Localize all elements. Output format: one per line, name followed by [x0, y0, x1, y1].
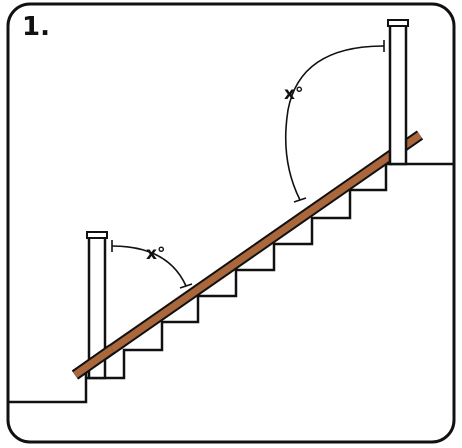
- handrail: [73, 132, 422, 378]
- angle-label-lower: x°: [146, 244, 166, 264]
- angle-arc-upper: [284, 45, 385, 201]
- stair-steps: [86, 162, 392, 380]
- angle-arc-lower: [111, 245, 187, 287]
- frame-border: [6, 2, 456, 444]
- handrail-front: [72, 346, 115, 378]
- step-number: 1.: [22, 12, 50, 42]
- lower-newel-post-cap: [86, 231, 108, 239]
- angle-arc-upper-tick-bottom: [293, 197, 307, 203]
- angle-label-upper: x°: [284, 84, 304, 104]
- angle-arc-lower-tick-bottom: [179, 283, 193, 289]
- upper-newel-post: [388, 22, 408, 166]
- lower-floor-line: [9, 372, 88, 404]
- upper-newel-post-cap: [387, 19, 409, 27]
